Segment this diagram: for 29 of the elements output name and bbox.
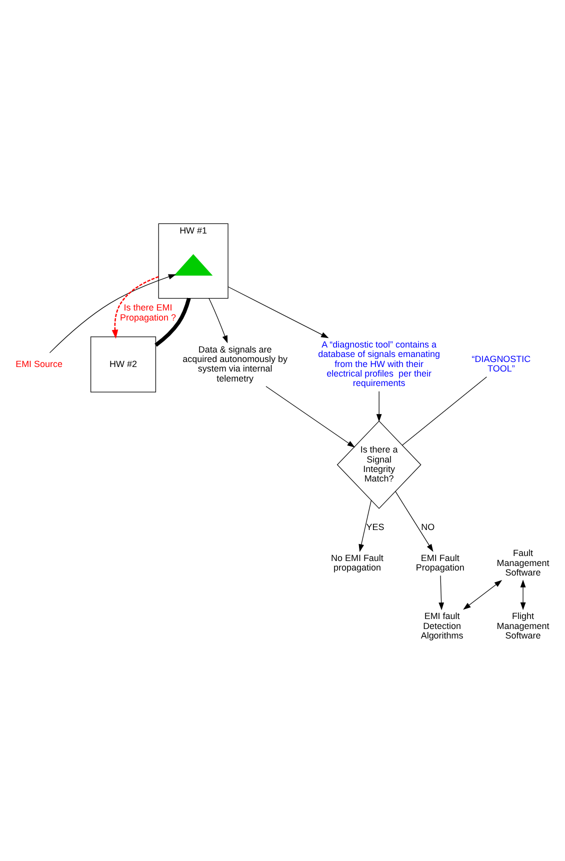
- arrow: [438, 574, 444, 610]
- node-text: EMI Source: [16, 358, 63, 368]
- node-triangle: [174, 254, 213, 276]
- edge-label: NO: [421, 521, 435, 532]
- node-text: No EMI Fault propagation: [331, 552, 384, 572]
- arrow: [228, 286, 329, 338]
- node-text: “DIAGNOSTIC TOOL”: [472, 354, 531, 374]
- arrow: [49, 274, 176, 353]
- arrow: [112, 276, 159, 338]
- connector: [402, 376, 488, 446]
- node-text: EMI fault Detection Algorithms: [420, 610, 464, 640]
- edge-label: Is there EMI Propagation ?: [120, 302, 176, 322]
- node-text: Flight Management Software: [496, 610, 550, 640]
- arrow: [376, 390, 382, 422]
- node-text: Fault Management Software: [496, 548, 550, 577]
- node-text: A “diagnostic tool” contains a database of signals emanating from the HW with their electrical profiles per their requirements: [318, 339, 440, 388]
- node-text: EMI Fault Propagation: [416, 552, 464, 572]
- arrow: [358, 499, 372, 552]
- arrow: [395, 490, 434, 552]
- node-text: Data & signals are acquired autonomously by system via internal telemetry: [182, 344, 288, 383]
- connector: [154, 297, 191, 346]
- edge-label: YES: [366, 521, 384, 532]
- arrow: [463, 580, 502, 610]
- arrow: [208, 297, 228, 343]
- node-box: HW #2: [90, 336, 156, 392]
- cluster: HW #1: [158, 222, 228, 298]
- arrow: [266, 386, 356, 448]
- arrow: [520, 579, 526, 610]
- node-diamond: Is there a Signal Integrity Match?: [336, 420, 422, 508]
